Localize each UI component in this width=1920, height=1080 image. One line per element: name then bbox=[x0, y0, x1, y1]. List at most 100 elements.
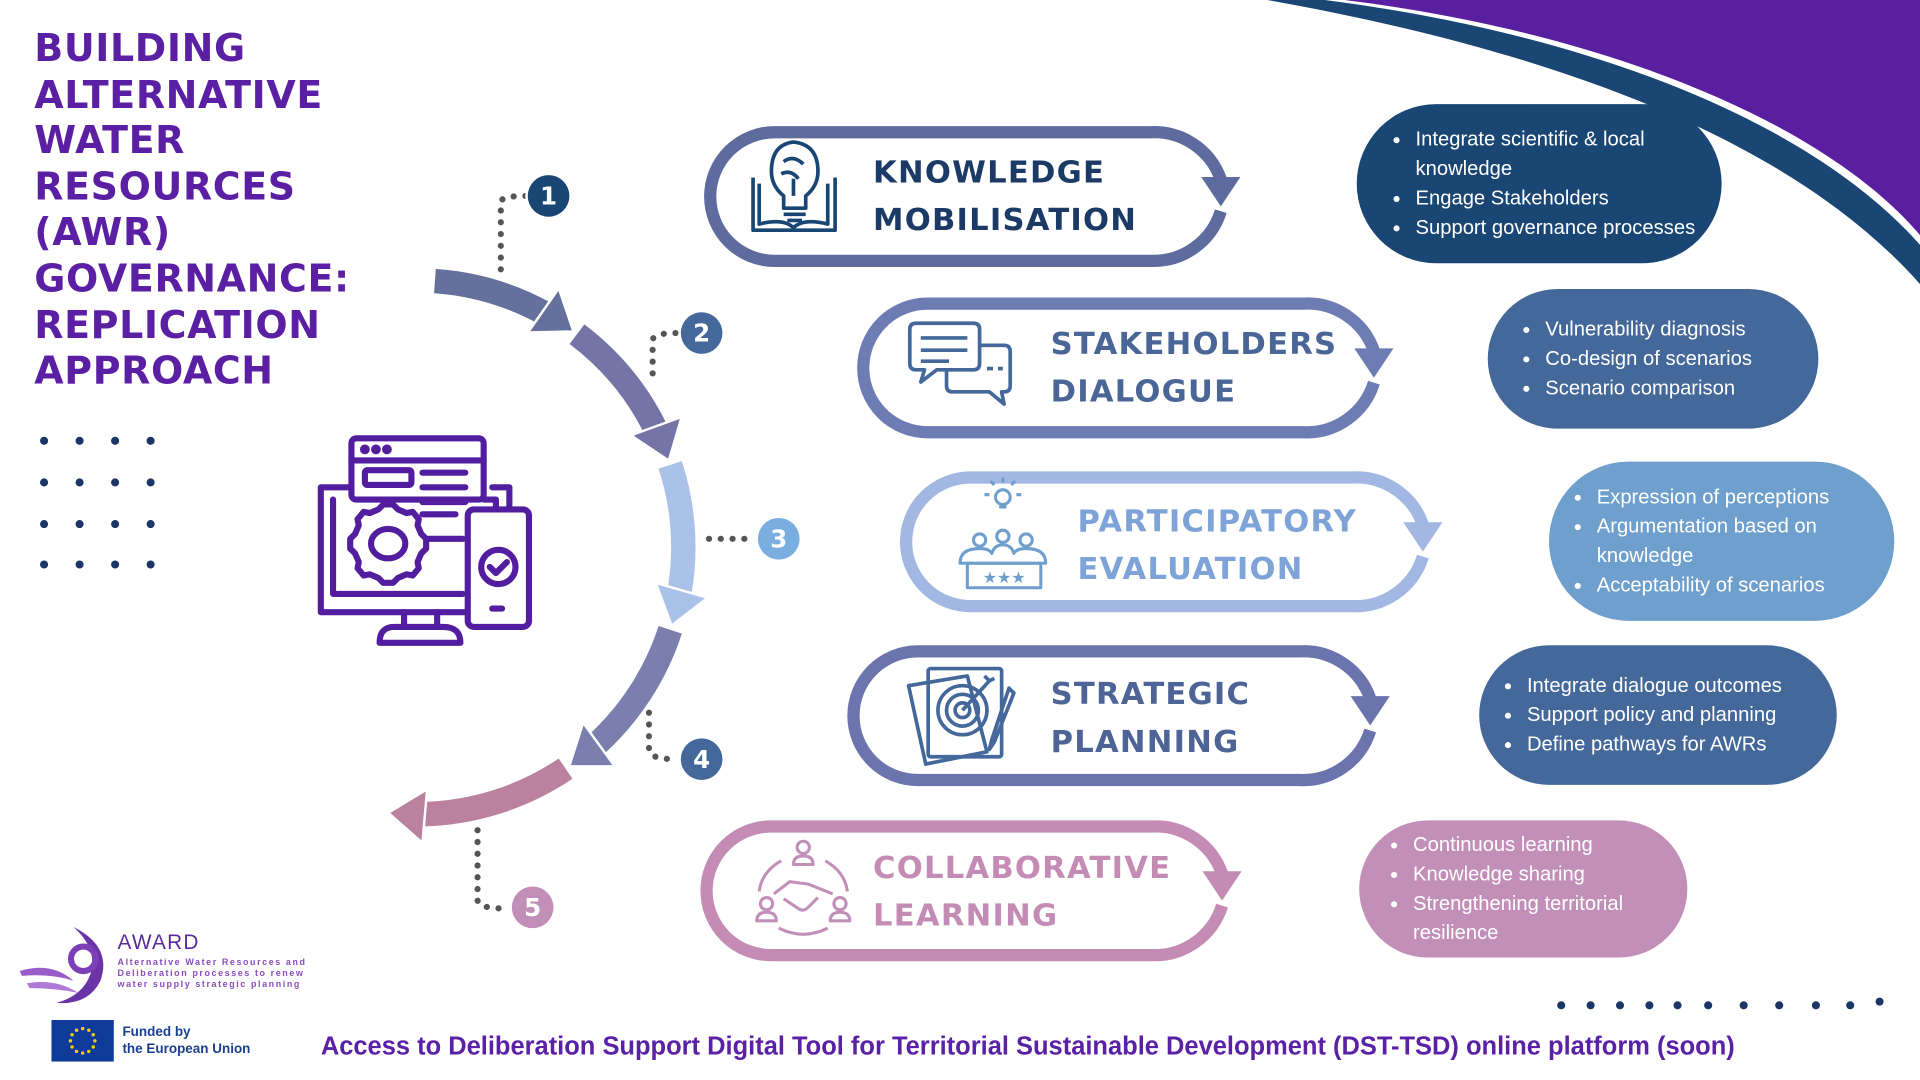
bullet-item: Acceptability of scenarios bbox=[1594, 571, 1894, 600]
dotted-connectors bbox=[474, 192, 757, 912]
dotted-connector bbox=[645, 709, 679, 763]
step-pill-outline bbox=[700, 820, 1228, 962]
cycle-arrow-segment bbox=[658, 461, 696, 596]
cycle-arrowhead bbox=[567, 720, 618, 768]
step-title-line: STAKEHOLDERS bbox=[1050, 325, 1338, 362]
dot bbox=[75, 436, 84, 445]
eu-star bbox=[70, 1032, 74, 1037]
bullet-item: Scenario comparison bbox=[1543, 373, 1752, 402]
decorative-dots-grid bbox=[40, 436, 155, 569]
cycle-arrow-segment bbox=[420, 758, 573, 827]
dotted-connector bbox=[649, 330, 681, 377]
dot bbox=[1586, 1001, 1595, 1010]
title-line: (AWR) bbox=[34, 211, 171, 256]
svg-text:★★★: ★★★ bbox=[983, 570, 1026, 587]
eu-star bbox=[80, 1026, 85, 1031]
dot bbox=[75, 560, 84, 569]
dot bbox=[146, 520, 155, 529]
bullet-item: Continuous learning bbox=[1411, 830, 1688, 859]
dot bbox=[111, 478, 120, 487]
bullet-item: Argumentation based on knowledge bbox=[1594, 512, 1894, 571]
cycle-arrow-segment bbox=[433, 268, 552, 325]
step-pill-outline bbox=[704, 126, 1227, 267]
step-title-line: COLLABORATIVE bbox=[873, 849, 1172, 886]
corner-swoosh-purple bbox=[1344, 0, 1920, 236]
bullet-item: Integrate dialogue outcomes bbox=[1524, 671, 1782, 700]
handshake-cycle-icon bbox=[755, 839, 852, 936]
dot bbox=[1704, 1001, 1713, 1010]
brain-lightbulb-book-icon bbox=[751, 140, 837, 233]
eu-star bbox=[87, 1028, 91, 1032]
step-pill-outline bbox=[847, 645, 1377, 787]
dot bbox=[1811, 1001, 1820, 1010]
eu-star bbox=[87, 1049, 91, 1054]
dot bbox=[75, 520, 84, 529]
step-pill-arrowhead bbox=[1201, 176, 1241, 207]
step-pill-outline bbox=[900, 471, 1429, 613]
step-pill-arrowhead bbox=[1202, 871, 1242, 901]
award-logo-subtitle: Alternative Water Resources and Delibera… bbox=[118, 956, 307, 989]
title-line: GOVERNANCE: bbox=[34, 257, 350, 302]
logo-subtitle-line: Deliberation processes to renew bbox=[117, 967, 305, 979]
decorative-dots-row bbox=[1557, 997, 1884, 1010]
step-title-line: MOBILISATION bbox=[873, 202, 1138, 238]
dot bbox=[1557, 1001, 1566, 1010]
step-pills bbox=[700, 126, 1443, 962]
step-number-3: 3 bbox=[757, 517, 800, 560]
page-title: BUILDING ALTERNATIVE WATER RESOURCES (AW… bbox=[34, 27, 350, 395]
dotted-connector bbox=[474, 827, 511, 912]
step-title-line: EVALUATION bbox=[1077, 551, 1304, 587]
step-5-title: COLLABORATIVE LEARNING bbox=[873, 844, 1171, 940]
eu-star bbox=[70, 1045, 74, 1049]
cycle-arrowhead bbox=[386, 786, 429, 846]
step-title-line: STRATEGIC bbox=[1050, 675, 1251, 712]
bullet-item: Engage Stakeholders bbox=[1413, 184, 1722, 213]
dot bbox=[1846, 1001, 1855, 1010]
dot bbox=[146, 478, 155, 487]
jury-rating-icon: ★★★ bbox=[958, 477, 1048, 590]
step-2-details: Vulnerability diagnosisCo-design of scen… bbox=[1487, 288, 1819, 429]
title-line: REPLICATION bbox=[34, 303, 321, 348]
chat-bubbles-icon bbox=[907, 321, 1013, 406]
dotted-connector bbox=[497, 192, 530, 273]
cycle-arrow-segment bbox=[586, 625, 682, 755]
bullet-item: Expression of perceptions bbox=[1594, 482, 1894, 511]
step-title-line: KNOWLEDGE bbox=[873, 154, 1106, 190]
title-line: BUILDING bbox=[34, 26, 246, 72]
title-line: RESOURCES bbox=[34, 165, 296, 210]
bullet-item: Support governance processes bbox=[1413, 213, 1722, 242]
cycle-arrows bbox=[386, 268, 711, 846]
step-4-details: Integrate dialogue outcomesSupport polic… bbox=[1479, 645, 1837, 785]
step-3-details: Expression of perceptionsArgumentation b… bbox=[1548, 461, 1895, 621]
eu-star bbox=[74, 1049, 79, 1054]
step-number-5: 5 bbox=[511, 886, 554, 929]
eu-star bbox=[93, 1039, 97, 1043]
funding-line: Funded by bbox=[122, 1024, 191, 1040]
dot bbox=[40, 436, 49, 445]
bullet-item: Co-design of scenarios bbox=[1543, 344, 1752, 373]
dot bbox=[146, 560, 155, 569]
eu-star bbox=[74, 1028, 79, 1032]
step-pill-arrowhead bbox=[1403, 522, 1443, 552]
bullet-item: Knowledge sharing bbox=[1411, 860, 1688, 889]
eu-star bbox=[91, 1045, 95, 1049]
step-5-details: Continuous learningKnowledge sharingStre… bbox=[1359, 820, 1688, 958]
funding-line: the European Union bbox=[122, 1042, 251, 1057]
dot bbox=[40, 478, 49, 487]
title-line: APPROACH bbox=[34, 349, 274, 394]
dot bbox=[111, 436, 120, 445]
dot bbox=[40, 520, 49, 529]
step-number-2: 2 bbox=[680, 312, 723, 354]
step-title-line: LEARNING bbox=[873, 897, 1059, 934]
step-pill-outline bbox=[857, 297, 1380, 439]
platform-link[interactable]: Access to Deliberation Support Digital T… bbox=[320, 1032, 1735, 1061]
dot bbox=[1875, 997, 1884, 1006]
dot bbox=[1645, 1001, 1654, 1010]
cycle-arrowhead bbox=[653, 581, 711, 628]
step-number-4: 4 bbox=[680, 738, 723, 781]
cycle-arrow-segment bbox=[569, 324, 668, 436]
bullet-item: Integrate scientific & local knowledge bbox=[1413, 125, 1722, 184]
